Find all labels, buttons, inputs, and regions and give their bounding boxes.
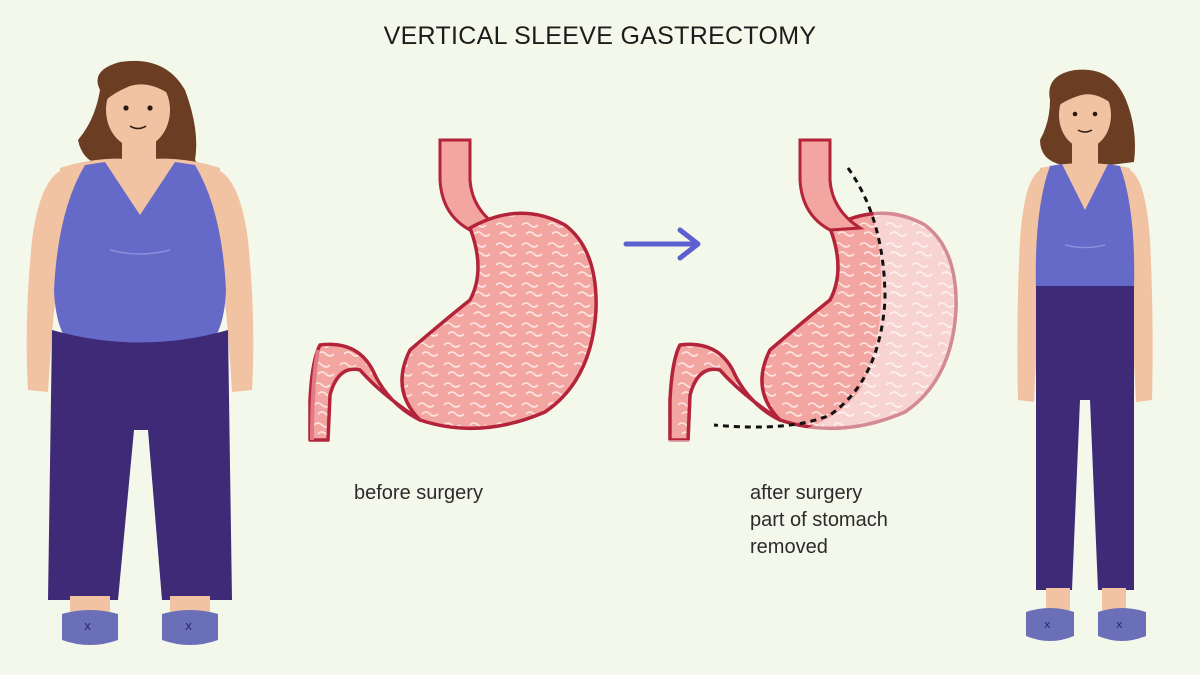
stomach-after [668, 138, 958, 442]
svg-text:x: x [1044, 618, 1051, 631]
svg-text:x: x [84, 619, 91, 633]
svg-text:x: x [185, 619, 192, 633]
caption-after-surgery: after surgery part of stomach removed [750, 480, 888, 561]
caption-after-line-3: removed [750, 536, 828, 558]
person-after: x x [1017, 69, 1153, 641]
caption-before-surgery: before surgery [354, 480, 483, 507]
right-arrow-icon [623, 227, 701, 261]
caption-after-line-1: after surgery [750, 482, 863, 504]
svg-text:x: x [1116, 618, 1123, 631]
stomach-before [308, 138, 598, 442]
person-before: x x [26, 60, 254, 645]
caption-before-line: before surgery [354, 482, 483, 504]
caption-after-line-2: part of stomach [750, 509, 888, 531]
diagram-title: VERTICAL SLEEVE GASTRECTOMY [383, 22, 817, 50]
